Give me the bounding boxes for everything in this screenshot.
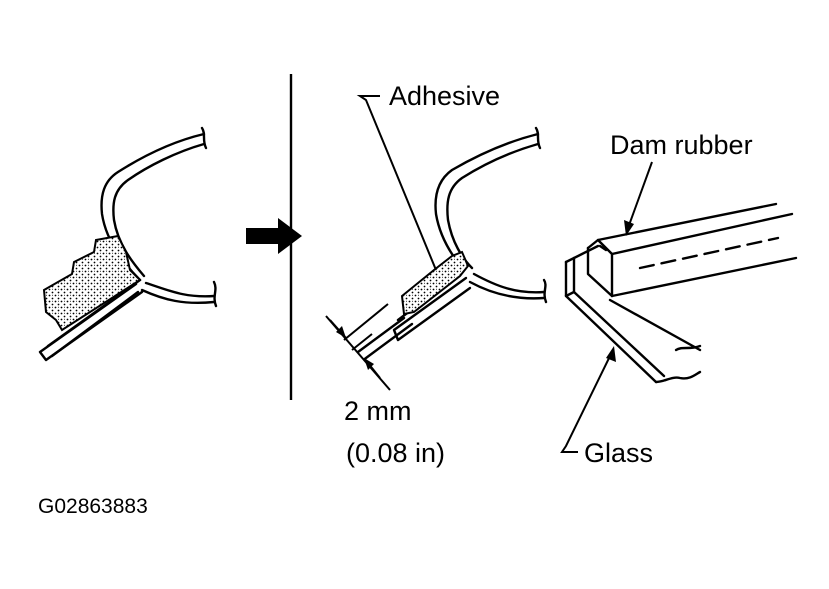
dam-rubber-label: Dam rubber [610, 130, 753, 160]
glass-leader [560, 351, 613, 453]
glass-label: Glass [584, 438, 653, 468]
dimension-mm-label: 2 mm [344, 396, 412, 426]
figure-code: G02863883 [38, 495, 148, 518]
dimension-in-label: (0.08 in) [346, 438, 445, 468]
adhesive-leader [356, 95, 437, 271]
adhesive-bead [400, 250, 470, 316]
dimension-arrowhead-top [336, 326, 346, 338]
dam-rubber-arrowhead [624, 220, 634, 236]
dimension-arrowhead-bottom [364, 358, 374, 370]
arrow-right-icon [246, 218, 302, 254]
dam-rubber-leader [627, 161, 653, 229]
glass-arrowhead [606, 346, 616, 362]
after-flange-illustration [356, 126, 548, 360]
adhesive-label: Adhesive [389, 81, 500, 111]
glass-dam-illustration [564, 202, 798, 384]
dimension-2mm [325, 303, 391, 391]
old-urethane-deposit [42, 234, 142, 332]
